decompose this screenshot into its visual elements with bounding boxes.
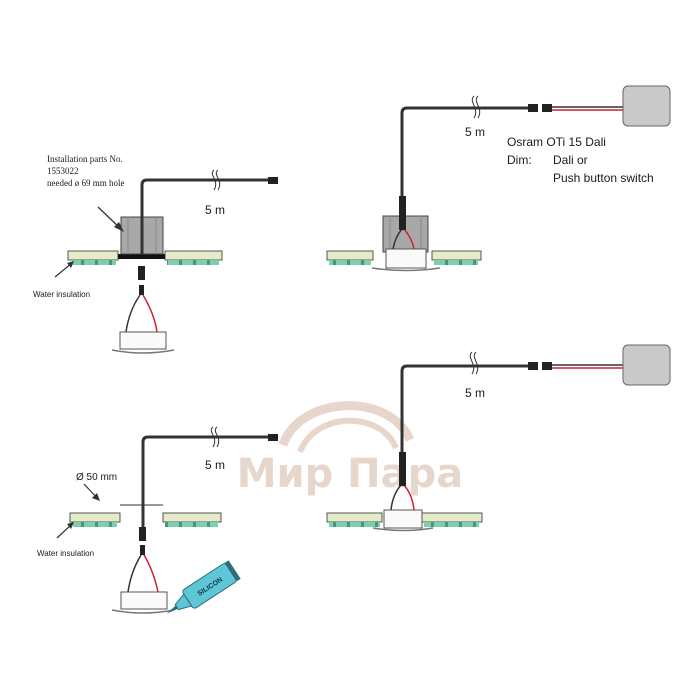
lamp-body <box>119 331 167 350</box>
flange <box>118 254 165 259</box>
ceiling-board-left <box>69 512 121 527</box>
driver-box <box>622 85 671 127</box>
cable-length-label: 5 m <box>465 125 485 139</box>
ceiling-board <box>326 250 482 265</box>
cable <box>140 178 272 254</box>
ceiling-board-right <box>164 250 223 265</box>
cable-break-mark <box>211 169 217 191</box>
lamp-connector <box>138 266 145 280</box>
lamp-body <box>385 248 427 269</box>
cable-length-label: 5 m <box>465 386 485 400</box>
parts-label-line2: 1553022 <box>47 166 79 176</box>
cable <box>400 364 530 452</box>
panel-bottom-left: Ø 50 mm 5 m Water insulation SILICON <box>37 426 278 614</box>
parts-label-line3: needed ø 69 mm hole <box>47 178 124 188</box>
connector <box>399 452 406 486</box>
driver-dim-label: Dim: <box>507 153 532 167</box>
watermark: Мир Пара <box>237 401 463 497</box>
driver-connector <box>542 362 552 370</box>
driver-connector <box>542 104 552 112</box>
insulation-label: Water insulation <box>37 549 94 558</box>
cable <box>400 106 530 196</box>
driver-dim-option1: Dali or <box>553 153 588 167</box>
lamp-connector <box>139 527 146 541</box>
connector <box>399 196 406 230</box>
connector <box>268 434 278 441</box>
insulation-label: Water insulation <box>33 290 90 299</box>
panel-top-left: 5 m Installation parts No. 1553022 neede… <box>33 154 278 354</box>
ceiling-board-left <box>67 250 119 265</box>
driver-model-label: Osram OTi 15 Dali <box>507 135 606 149</box>
cable-length-label: 5 m <box>205 458 225 472</box>
driver-box <box>622 344 671 386</box>
driver-dim-option2: Push button switch <box>553 171 654 185</box>
hole-size-label: Ø 50 mm <box>76 472 117 483</box>
panel-bottom-right: 5 m <box>326 344 671 532</box>
ceiling-board-right <box>162 512 222 527</box>
connector <box>268 177 278 184</box>
silicone-tube: SILICON <box>166 560 241 614</box>
watermark-text: Мир Пара <box>237 451 463 497</box>
lamp-body <box>383 509 423 529</box>
cable-length-label: 5 m <box>205 203 225 217</box>
panel-top-right: 5 m Osram OTi 15 Dali Dim: Dali or Push … <box>326 85 671 272</box>
parts-label-line1: Installation parts No. <box>47 154 123 164</box>
cable <box>141 435 272 540</box>
lamp-body <box>120 591 168 610</box>
